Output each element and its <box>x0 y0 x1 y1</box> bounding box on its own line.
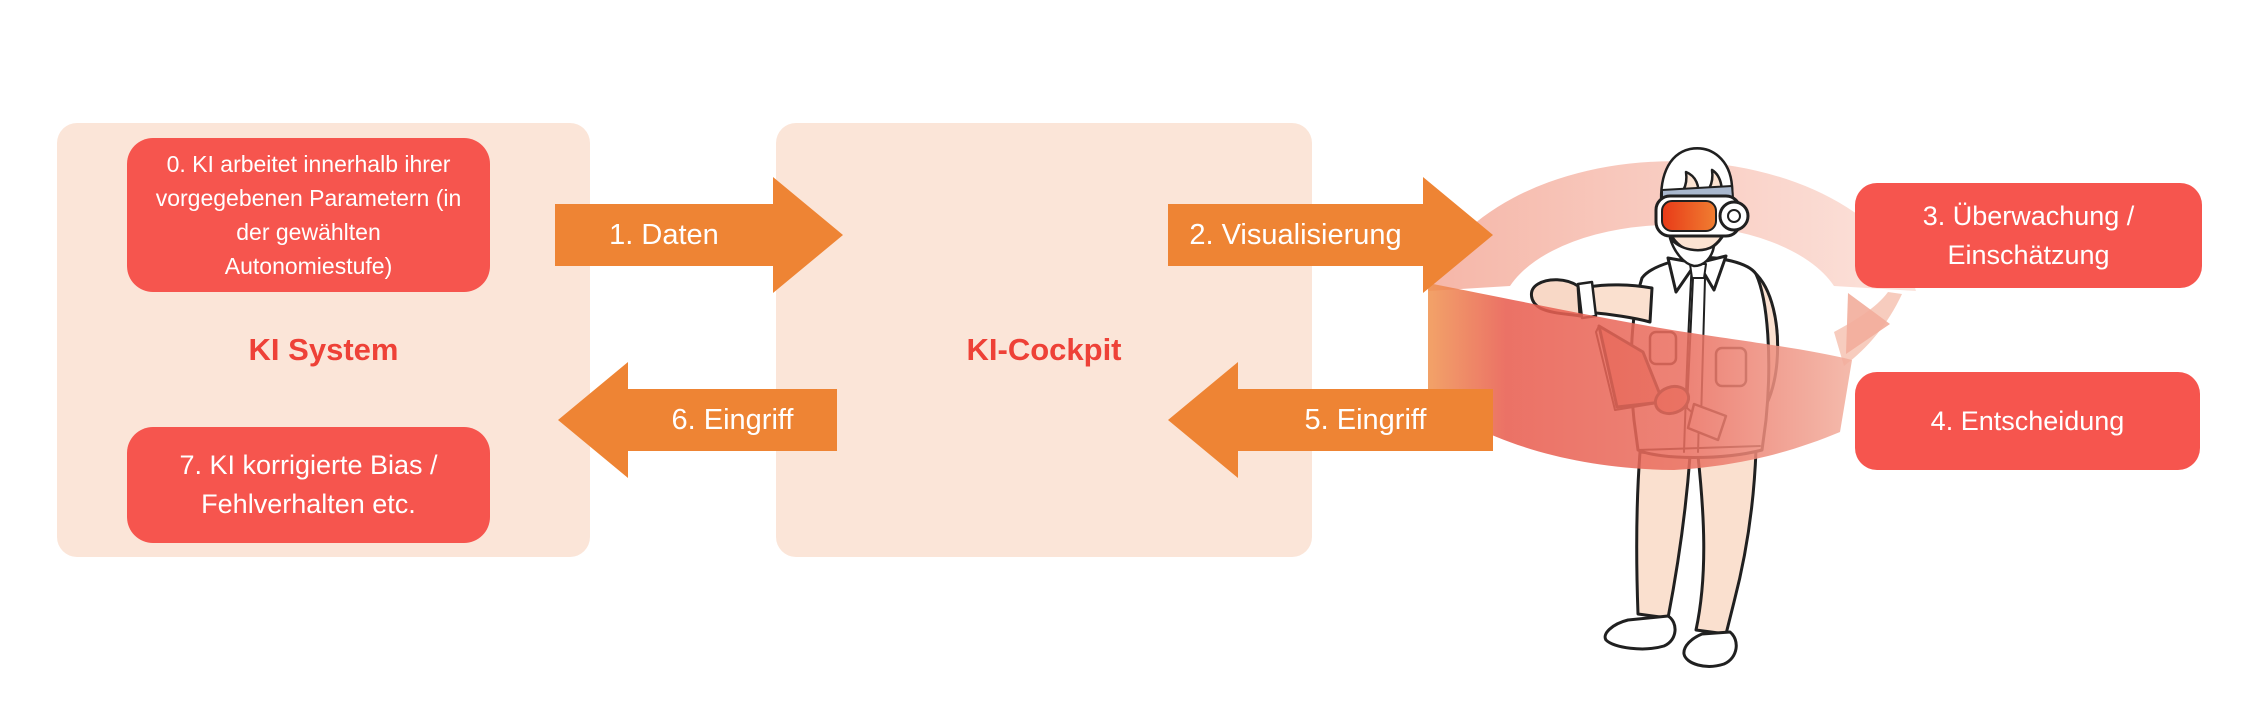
ki-cockpit-title: KI-Cockpit <box>966 332 1122 367</box>
ki-cockpit-panel <box>776 123 1312 557</box>
cycle-ribbon-back <box>1428 161 1916 291</box>
arrow-eingriff-ki-label: 6. Eingriff <box>671 403 794 436</box>
step4-box: 4. Entscheidung <box>1855 372 2200 470</box>
vr-goggles-head <box>1654 147 1750 268</box>
arrow-eingriff-cockpit-label: 5. Eingriff <box>1304 403 1427 436</box>
arrow-visualisierung-label: 2. Visualisierung <box>1189 218 1402 251</box>
step3-box: 3. Überwachung / Einschätzung <box>1855 183 2202 288</box>
human-in-the-loop-illustration <box>1428 147 1916 668</box>
cycle-ribbon-front <box>1428 283 1852 470</box>
step0-box: 0. KI arbeitet innerhalb ihrer vorgegebe… <box>127 138 490 292</box>
ki-system-title: KI System <box>248 332 399 367</box>
cycle-ribbon-arrowhead <box>1846 293 1890 354</box>
arrow-daten-label: 1. Daten <box>609 218 719 251</box>
step7-box: 7. KI korrigierte Bias / Fehlverhalten e… <box>127 427 490 543</box>
